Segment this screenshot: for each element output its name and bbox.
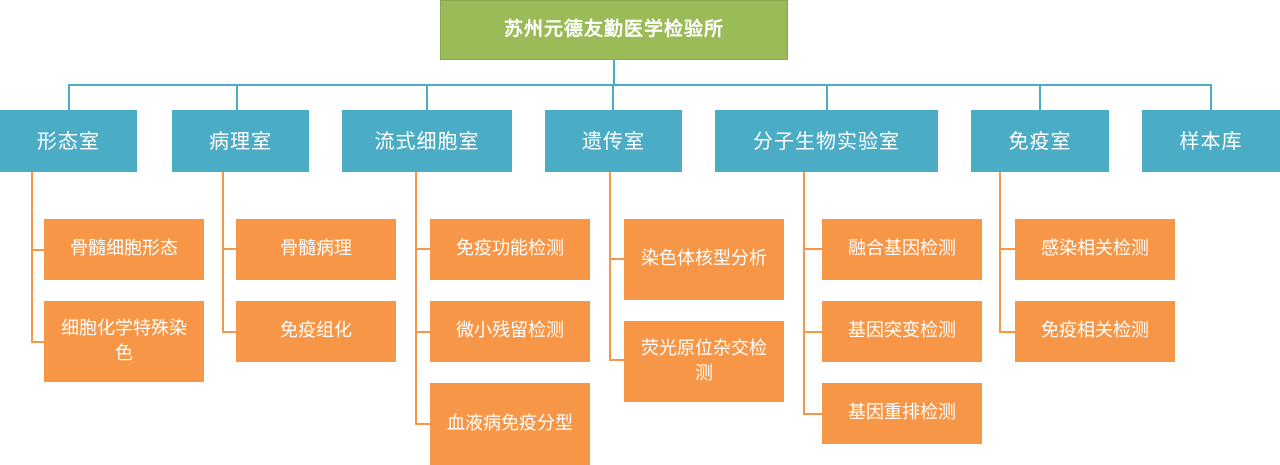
- item-node: 荧光原位杂交检测: [624, 321, 784, 402]
- department-node-yichuan: 遗传室: [545, 110, 682, 172]
- department-label: 形态室: [37, 128, 100, 153]
- tick-liushi-2: [415, 331, 430, 333]
- item-label: 感染相关检测: [1041, 238, 1149, 260]
- item-node: 基因重排检测: [822, 383, 982, 444]
- connector-fenzi: [826, 84, 828, 110]
- item-node: 免疫组化: [236, 301, 396, 362]
- trunk-xingtai: [31, 172, 33, 342]
- department-node-bingli: 病理室: [172, 110, 309, 172]
- department-node-mianyi: 免疫室: [971, 110, 1109, 172]
- item-node: 骨髓细胞形态: [44, 219, 204, 280]
- tick-fenzi-1: [803, 248, 822, 250]
- item-node: 融合基因检测: [822, 219, 982, 280]
- trunk-mianyi: [999, 172, 1001, 332]
- item-label: 骨髓病理: [280, 238, 352, 260]
- item-label: 细胞化学特殊染色: [61, 318, 187, 364]
- tick-bingli-2: [222, 331, 236, 333]
- item-label: 基因突变检测: [848, 320, 956, 342]
- tick-yichuan-1: [609, 258, 624, 260]
- item-label: 免疫功能检测: [456, 238, 564, 260]
- connector-liushi: [426, 84, 428, 110]
- department-label: 样本库: [1179, 128, 1243, 153]
- tick-mianyi-2: [999, 331, 1015, 333]
- connector-mianyi: [1039, 84, 1041, 110]
- root-connector: [613, 60, 615, 86]
- item-node: 感染相关检测: [1015, 219, 1175, 280]
- tick-liushi-1: [415, 248, 430, 250]
- item-label: 血液病免疫分型: [447, 412, 573, 434]
- item-node: 血液病免疫分型: [430, 383, 590, 465]
- item-label: 基因重排检测: [848, 402, 956, 424]
- item-node: 基因突变检测: [822, 301, 982, 362]
- item-label: 免疫组化: [280, 320, 352, 342]
- item-label: 骨髓细胞形态: [70, 238, 178, 260]
- item-node: 微小残留检测: [430, 301, 590, 362]
- item-node: 骨髓病理: [236, 219, 396, 280]
- item-label: 染色体核型分析: [641, 248, 767, 270]
- department-node-liushi: 流式细胞室: [342, 110, 512, 172]
- item-node: 染色体核型分析: [624, 219, 784, 300]
- department-node-yangben: 样本库: [1142, 110, 1280, 172]
- department-label: 病理室: [209, 128, 272, 153]
- tick-xingtai-1: [31, 249, 44, 251]
- trunk-liushi: [415, 172, 417, 424]
- tick-fenzi-3: [803, 413, 822, 415]
- department-bus-line: [68, 84, 1212, 86]
- item-node: 免疫相关检测: [1015, 301, 1175, 362]
- tick-fenzi-2: [803, 331, 822, 333]
- item-node: 免疫功能检测: [430, 219, 590, 280]
- item-label: 荧光原位杂交检测: [641, 338, 767, 384]
- item-label: 融合基因检测: [848, 238, 956, 260]
- tick-liushi-3: [415, 423, 430, 425]
- department-label: 免疫室: [1008, 128, 1072, 153]
- department-label: 分子生物实验室: [753, 128, 900, 153]
- item-label: 免疫相关检测: [1041, 320, 1149, 342]
- trunk-yichuan: [609, 172, 611, 361]
- item-label: 微小残留检测: [456, 320, 564, 342]
- connector-xingtai: [68, 84, 70, 110]
- org-root-node: 苏州元德友勤医学检验所: [440, 0, 788, 60]
- tick-xingtai-2: [31, 341, 44, 343]
- department-node-xingtai: 形态室: [0, 110, 137, 172]
- tick-mianyi-1: [999, 248, 1015, 250]
- trunk-fenzi: [803, 172, 805, 415]
- department-label: 流式细胞室: [374, 128, 480, 153]
- connector-bingli: [236, 84, 238, 110]
- org-root-label: 苏州元德友勤医学检验所: [503, 18, 724, 41]
- trunk-bingli: [222, 172, 224, 332]
- department-node-fenzi: 分子生物实验室: [715, 110, 938, 172]
- department-label: 遗传室: [582, 128, 645, 153]
- tick-yichuan-2: [609, 359, 624, 361]
- connector-yichuan: [612, 84, 614, 110]
- connector-yangben: [1210, 84, 1212, 110]
- tick-bingli-1: [222, 248, 236, 250]
- item-node: 细胞化学特殊染色: [44, 301, 204, 382]
